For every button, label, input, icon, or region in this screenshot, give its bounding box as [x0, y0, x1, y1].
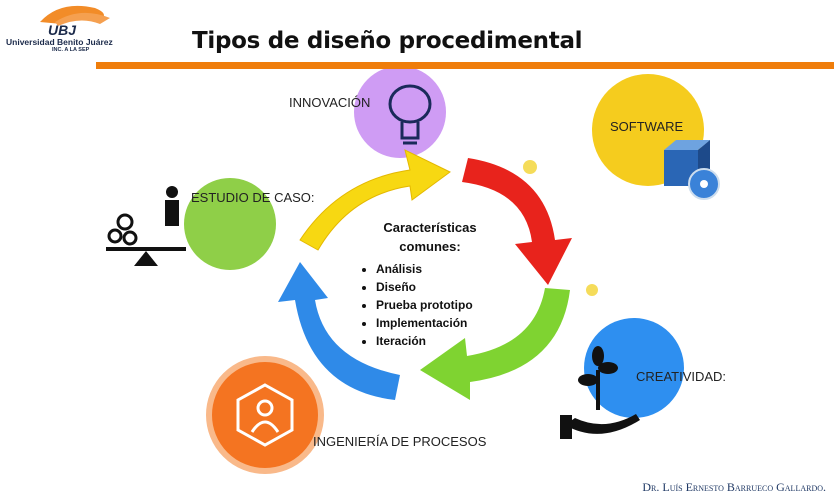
green-arrow [420, 288, 570, 400]
characteristics-heading-2: comunes: [399, 239, 461, 254]
label-innovacion: INNOVACIÓN [289, 95, 371, 110]
yellow-arrow [299, 149, 451, 251]
brain-lightbulb-icon [388, 84, 432, 145]
list-item: Análisis [376, 260, 500, 278]
university-logo: UBJ [40, 5, 110, 38]
plant-hand-icon [560, 346, 640, 439]
list-item: Implementación [376, 314, 500, 332]
list-item: Iteración [376, 332, 500, 350]
university-name: Universidad Benito Juárez [6, 37, 113, 47]
list-item: Diseño [376, 278, 500, 296]
network-person-icon [236, 383, 294, 447]
creativity-circle [584, 318, 684, 418]
case-study-circle [184, 178, 276, 270]
software-box-icon [664, 140, 720, 200]
businessman-balance-icon [106, 186, 186, 266]
characteristics-list: Análisis Diseño Prueba prototipo Impleme… [360, 260, 500, 350]
red-arrow [462, 158, 572, 285]
cycle-arrows [278, 149, 572, 400]
label-ingenieria: INGENIERÍA DE PROCESOS [313, 434, 487, 449]
university-incorporation: INC. A LA SEP [52, 47, 90, 53]
blue-arrow [278, 262, 400, 400]
author-credit: Dr. Luís Ernesto Barrueco Gallardo. [642, 480, 826, 494]
label-software: SOFTWARE [610, 119, 684, 134]
decorative-dot [586, 284, 598, 296]
label-creatividad: CREATIVIDAD: [636, 369, 727, 384]
common-characteristics: Características comunes: Análisis Diseño… [360, 218, 500, 350]
label-estudio-de-caso: ESTUDIO DE CASO: [191, 190, 315, 205]
list-item: Prueba prototipo [376, 296, 500, 314]
innovation-circle [354, 66, 446, 158]
characteristics-heading: Características [383, 220, 477, 235]
page-title: Tipos de diseño procedimental [192, 28, 583, 54]
svg-text:UBJ: UBJ [48, 22, 77, 38]
decorative-dot [523, 160, 537, 174]
title-divider [96, 62, 834, 69]
